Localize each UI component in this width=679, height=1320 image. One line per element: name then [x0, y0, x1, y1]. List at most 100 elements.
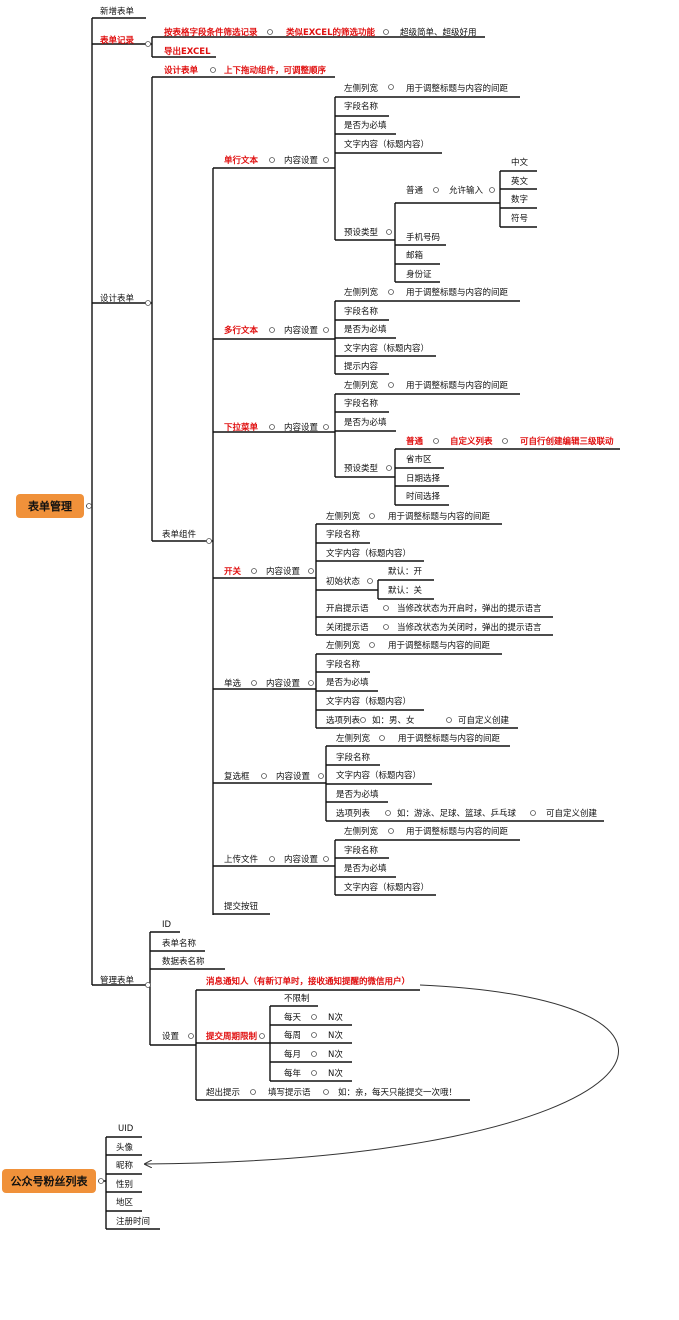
node-fans-avatar: 头像	[116, 1142, 134, 1153]
node-multi-content: 内容设置	[284, 325, 319, 336]
node-form-records[interactable]: 表单记录	[99, 35, 135, 46]
node-fans-nickname: 昵称	[116, 1160, 134, 1171]
node-switch-left-margin: 左侧列宽	[326, 511, 361, 522]
node-dropdown-left-margin: 左侧列宽	[344, 380, 379, 391]
node-upload-left-margin-desc: 用于调整标题与内容的间距	[406, 826, 509, 837]
node-manage-form[interactable]: 管理表单	[100, 975, 135, 986]
connector-dots	[86, 29, 536, 1184]
node-checkbox-options-example: 如：游泳、足球、篮球、乒乓球	[397, 808, 517, 819]
node-dropdown[interactable]: 下拉菜单	[224, 422, 259, 433]
node-upload-field-name: 字段名称	[344, 845, 379, 856]
node-radio-options: 选项列表	[326, 715, 361, 726]
node-single-phone: 手机号码	[406, 232, 440, 243]
node-multi-hint: 提示内容	[344, 361, 379, 372]
node-multi-required: 是否为必填	[344, 324, 387, 335]
node-single-field-name: 字段名称	[344, 101, 379, 112]
node-checkbox-text-content: 文字内容（标题内容）	[336, 770, 421, 781]
node-new-form[interactable]: 新增表单	[100, 6, 135, 17]
node-single-preset: 预设类型	[344, 227, 379, 238]
node-drag-note: 上下拖动组件，可调整顺序	[224, 65, 327, 76]
node-dropdown-three-level: 可自行创建编辑三级联动	[520, 436, 614, 447]
node-single-number: 数字	[511, 194, 528, 205]
root-node-fans-list[interactable]: 公众号粉丝列表	[2, 1169, 96, 1193]
node-switch-field-name: 字段名称	[326, 529, 361, 540]
node-dropdown-content: 内容设置	[284, 422, 319, 433]
node-single-email: 邮箱	[406, 250, 424, 261]
node-manage-weekly-n: N次	[328, 1030, 343, 1041]
node-single-line[interactable]: 单行文本	[224, 155, 259, 166]
node-labels: 新增表单 表单记录 按表格字段条件筛选记录 类似EXCEL的筛选功能 超级简单、…	[99, 6, 614, 1227]
node-design-form2: 设计表单	[164, 65, 199, 76]
node-radio-left-margin-desc: 用于调整标题与内容的间距	[388, 640, 491, 651]
node-multi-line[interactable]: 多行文本	[224, 325, 259, 336]
node-switch-left-margin-desc: 用于调整标题与内容的间距	[388, 511, 491, 522]
node-manage-fill-hint: 填写提示语	[268, 1087, 311, 1098]
node-switch-text-content: 文字内容（标题内容）	[326, 548, 411, 559]
node-single-left-margin: 左侧列宽	[344, 83, 379, 94]
node-checkbox-options: 选项列表	[336, 808, 371, 819]
node-dropdown-preset: 预设类型	[344, 463, 379, 474]
node-multi-field-name: 字段名称	[344, 306, 379, 317]
node-manage-yearly: 每年	[284, 1068, 302, 1079]
node-checkbox-options-custom: 可自定义创建	[546, 808, 598, 819]
node-manage-monthly-n: N次	[328, 1049, 343, 1060]
node-manage-daily: 每天	[284, 1012, 302, 1023]
node-dropdown-date: 日期选择	[406, 473, 441, 484]
node-dropdown-normal: 普通	[406, 436, 424, 447]
root-node-form-management[interactable]: 表单管理	[16, 494, 84, 518]
node-upload[interactable]: 上传文件	[224, 854, 259, 865]
node-multi-left-margin: 左侧列宽	[344, 287, 379, 298]
node-dropdown-field-name: 字段名称	[344, 398, 379, 409]
node-single-normal: 普通	[406, 185, 424, 196]
node-dropdown-required: 是否为必填	[344, 417, 387, 428]
node-upload-left-margin: 左侧列宽	[344, 826, 379, 837]
node-manage-exceed-hint: 超出提示	[206, 1087, 240, 1098]
node-multi-text-content: 文字内容（标题内容）	[344, 343, 429, 354]
node-upload-text-content: 文字内容（标题内容）	[344, 882, 429, 893]
node-single-symbol: 符号	[511, 213, 528, 224]
node-submit-button[interactable]: 提交按钮	[224, 901, 259, 912]
node-manage-form-name: 表单名称	[162, 938, 197, 949]
node-fans-gender: 性别	[116, 1179, 133, 1190]
node-single-allow-input: 允许输入	[449, 185, 484, 196]
node-single-english: 英文	[511, 176, 529, 187]
node-checkbox[interactable]: 复选框	[224, 771, 250, 782]
node-manage-settings[interactable]: 设置	[162, 1031, 180, 1042]
node-manage-db-name: 数据表名称	[162, 956, 205, 967]
node-switch[interactable]: 开关	[224, 566, 242, 577]
node-components[interactable]: 表单组件	[162, 529, 197, 540]
node-switch-default-on: 默认：开	[388, 566, 423, 577]
node-rec-simple: 超级简单、超级好用	[400, 27, 477, 38]
node-switch-content: 内容设置	[266, 566, 301, 577]
node-checkbox-left-margin-desc: 用于调整标题与内容的间距	[398, 733, 501, 744]
node-dropdown-time: 时间选择	[406, 491, 441, 502]
node-upload-required: 是否为必填	[344, 863, 387, 874]
node-checkbox-field-name: 字段名称	[336, 752, 371, 763]
node-export-excel[interactable]: 导出EXCEL	[164, 46, 211, 57]
node-switch-off-hint: 关闭提示语	[326, 622, 369, 633]
node-radio-required: 是否为必填	[326, 677, 369, 688]
node-upload-content: 内容设置	[284, 854, 319, 865]
root-label-form-management: 表单管理	[27, 499, 72, 513]
node-manage-weekly: 每周	[284, 1030, 301, 1041]
node-rec-filter: 按表格字段条件筛选记录	[164, 27, 258, 38]
node-checkbox-left-margin: 左侧列宽	[336, 733, 371, 744]
node-manage-id: ID	[162, 920, 172, 930]
connector-lines	[86, 17, 620, 1230]
node-dropdown-province: 省市区	[406, 454, 432, 465]
node-dropdown-custom-list: 自定义列表	[450, 436, 493, 447]
node-design-form[interactable]: 设计表单	[100, 293, 135, 304]
node-manage-notify: 消息通知人（有新订单时，接收通知提醒的微信用户）	[206, 976, 410, 987]
node-radio[interactable]: 单选	[224, 678, 242, 689]
node-radio-options-custom: 可自定义创建	[458, 715, 510, 726]
node-manage-unlimited: 不限制	[284, 993, 310, 1004]
node-single-id-card: 身份证	[406, 269, 432, 280]
node-rec-excel-like: 类似EXCEL的筛选功能	[286, 27, 376, 38]
node-checkbox-content: 内容设置	[276, 771, 311, 782]
node-switch-on-hint-desc: 当修改状态为开启时，弹出的提示语言	[397, 603, 542, 614]
node-manage-monthly: 每月	[284, 1049, 301, 1060]
node-radio-left-margin: 左侧列宽	[326, 640, 361, 651]
root-label-fans-list: 公众号粉丝列表	[11, 1174, 89, 1188]
node-single-required: 是否为必填	[344, 120, 387, 131]
node-single-content: 内容设置	[284, 155, 319, 166]
